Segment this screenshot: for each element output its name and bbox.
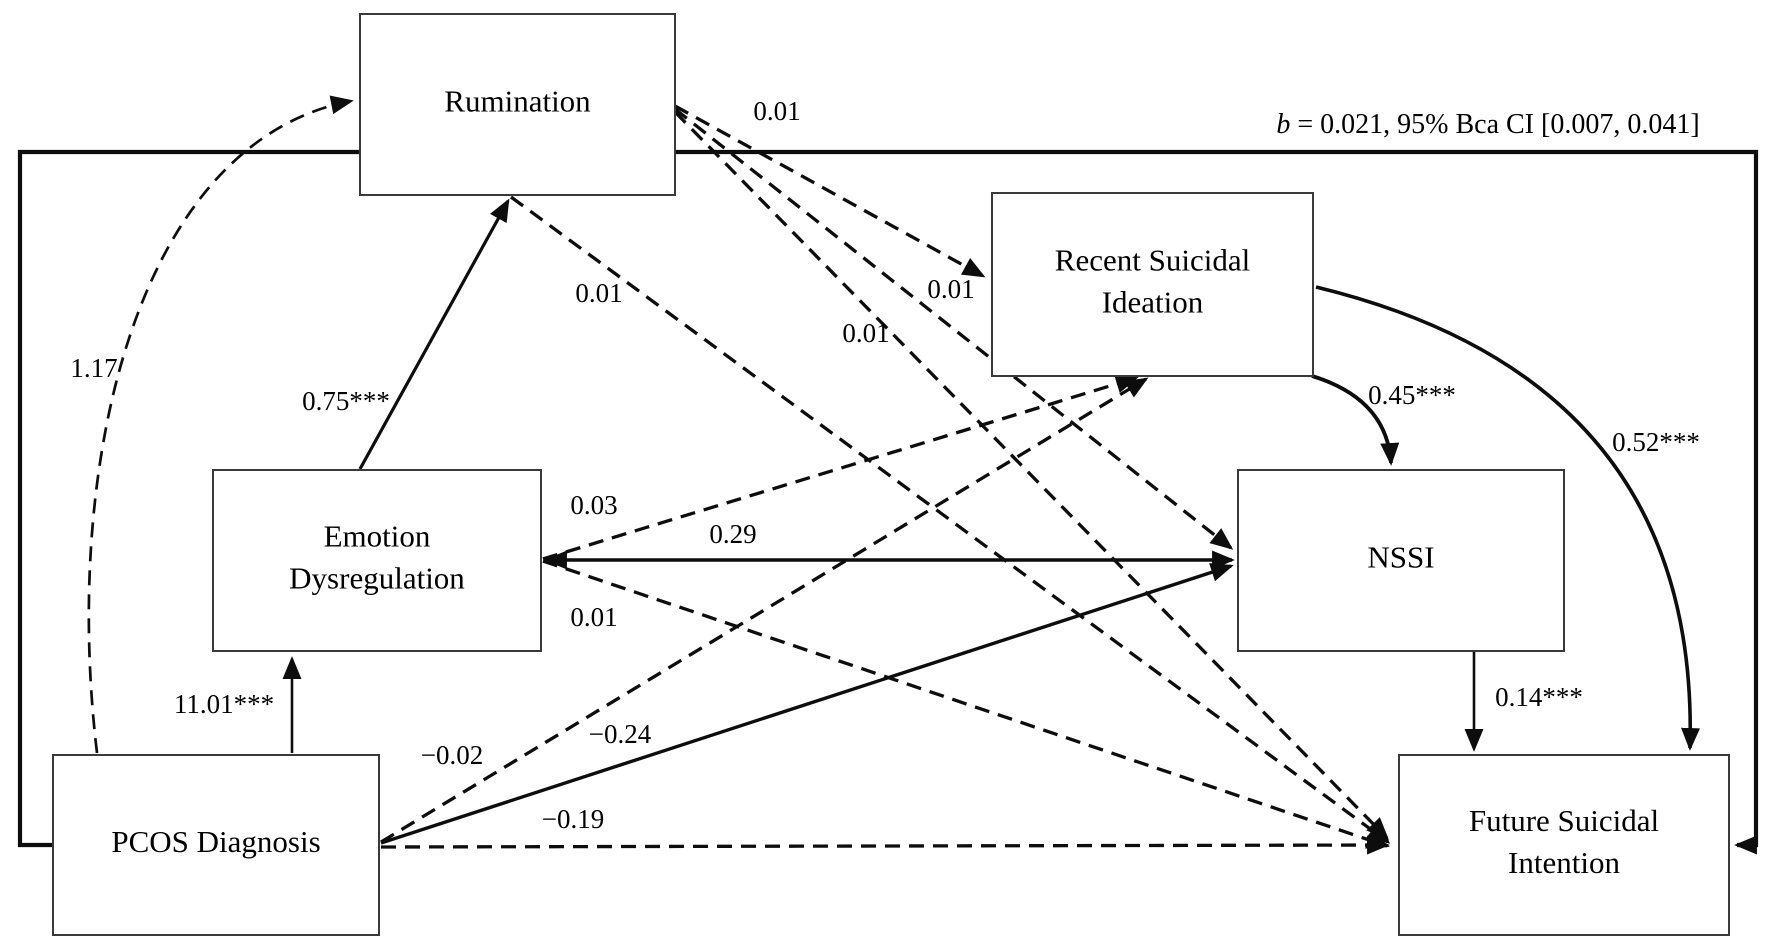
path-label-ed-rsi: 0.03 [570, 490, 617, 520]
node-label-line-future-suicidal-intention: Intention [1508, 845, 1620, 880]
path-label-pcos-ed: 11.01*** [174, 689, 274, 719]
path-pcos-rumination [87, 95, 354, 754]
total-effect-annotation: b = 0.021, 95% Bca CI [0.007, 0.041] [1276, 109, 1699, 140]
path-label-rumination-rsi: 0.01 [927, 274, 974, 304]
path-label-pcos-rumination: 1.17 [70, 353, 117, 383]
node-box-pcos-diagnosis [52, 754, 380, 936]
annotation-italic-b: b [1276, 109, 1290, 140]
node-pcos-diagnosis: PCOS Diagnosis [52, 754, 380, 936]
node-box-emotion-dysregulation [212, 469, 542, 652]
node-box-nssi [1237, 469, 1565, 652]
path-label-ed-rumination: 0.75*** [302, 386, 390, 416]
path-label-pcos-nssi: −0.24 [589, 719, 652, 749]
node-box-recent-suicidal-ideation [991, 192, 1314, 377]
node-label-line-emotion-dysregulation: Dysregulation [289, 561, 465, 596]
path-label-rsi-fsi: 0.52*** [1612, 427, 1700, 457]
path-rumination-rsi [674, 104, 986, 278]
path-pcos-nssi [380, 563, 1234, 845]
node-box-rumination [359, 13, 676, 196]
node-label-line-rumination: Rumination [444, 84, 591, 119]
path-pcos-fsi [380, 835, 1390, 855]
path-rumination-fsi-lower [510, 195, 1391, 844]
node-label-line-nssi: NSSI [1367, 540, 1434, 575]
path-ed-rsi [542, 374, 1139, 561]
path-label-rsi-nssi: 0.45*** [1368, 380, 1456, 410]
node-label-line-pcos-diagnosis: PCOS Diagnosis [111, 824, 320, 859]
annotation-text: = 0.021, 95% Bca CI [0.007, 0.041] [1290, 109, 1699, 140]
node-label-rumination: Rumination [444, 84, 591, 119]
node-label-line-recent-suicidal-ideation: Ideation [1102, 285, 1204, 320]
labels-layer: 1.17 0.75*** 11.01*** 0.01 0.01 0.01 0.01 0.03 0… [70, 96, 1700, 834]
node-box-future-suicidal-intention [1398, 754, 1730, 936]
path-label-rumination-fsi: 0.01 [842, 318, 889, 348]
path-rsi-nssi [1311, 374, 1400, 466]
path-rumination-fsi [673, 110, 1389, 841]
node-label-nssi: NSSI [1367, 540, 1434, 575]
path-pcos-fsi-total-effect [17, 149, 1759, 855]
node-rumination: Rumination [359, 13, 676, 196]
path-ed-rumination [358, 198, 510, 470]
path-label-nssi-fsi: 0.14*** [1495, 682, 1583, 712]
path-rumination-nssi [673, 107, 1234, 550]
node-label-line-recent-suicidal-ideation: Recent Suicidal [1055, 243, 1250, 278]
node-label-line-emotion-dysregulation: Emotion [324, 519, 431, 554]
path-ed-fsi [542, 559, 1390, 849]
path-label-rumination-fsi-lower: 0.01 [575, 278, 622, 308]
path-rsi-fsi [1315, 285, 1701, 751]
path-label-pcos-fsi: −0.19 [542, 804, 604, 834]
path-label-ed-nssi: 0.29 [709, 519, 756, 549]
edges-layer [17, 95, 1759, 855]
path-pcos-rsi [380, 377, 1149, 844]
path-label-ed-fsi: 0.01 [570, 602, 617, 632]
node-label-pcos-diagnosis: PCOS Diagnosis [111, 824, 320, 859]
path-label-rumination-nssi: 0.01 [753, 96, 800, 126]
node-label-line-future-suicidal-intention: Future Suicidal [1469, 803, 1659, 838]
node-nssi: NSSI [1237, 469, 1565, 652]
path-label-pcos-rsi: −0.02 [421, 740, 483, 770]
